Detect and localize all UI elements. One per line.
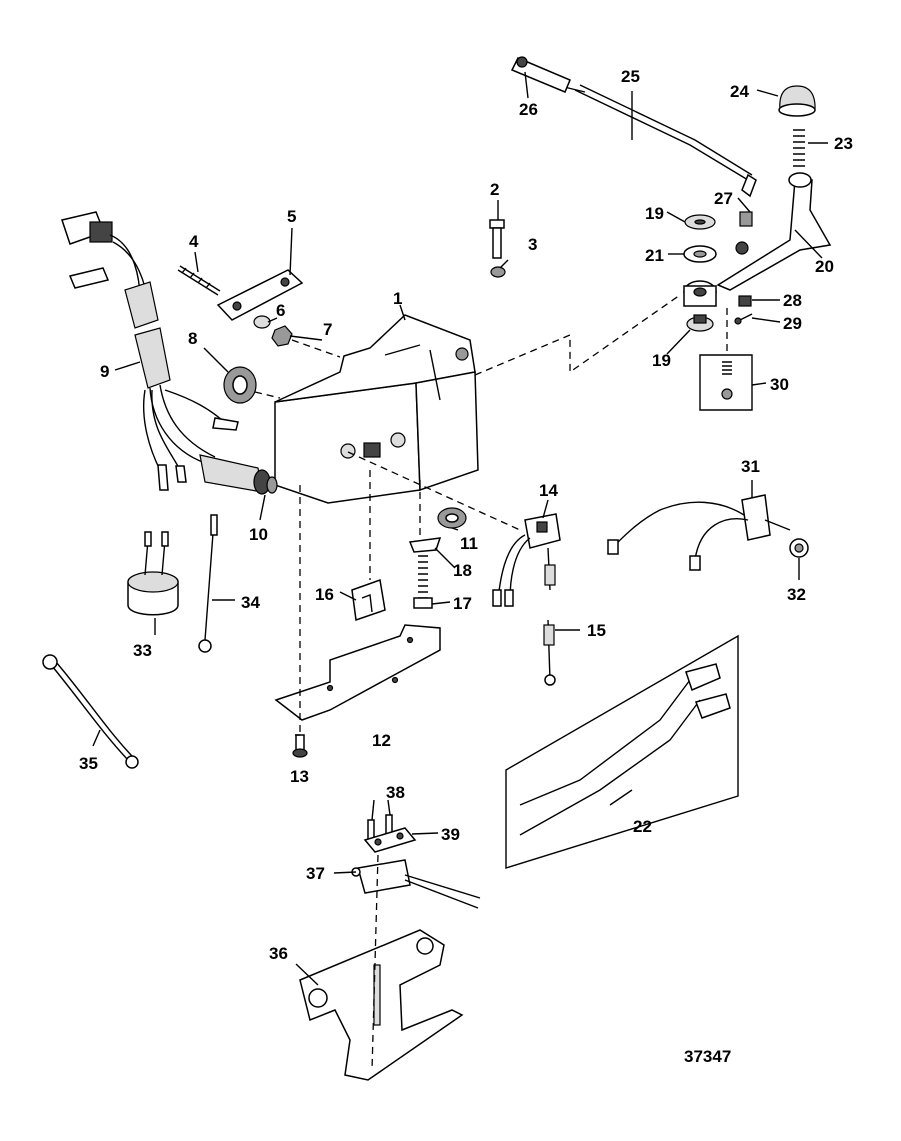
callout-labels: 1 2 3 4 5 6 7 8 9 10 11 12 13 14 15 16 1…	[79, 67, 853, 963]
switch-14	[492, 513, 561, 607]
callout-11: 11	[460, 534, 478, 553]
harness-22-box	[505, 634, 739, 869]
callout-1: 1	[393, 289, 402, 308]
callout-37: 37	[306, 864, 325, 883]
plate-12	[274, 624, 441, 721]
nut-32	[789, 538, 809, 558]
callout-34: 34	[241, 593, 260, 612]
grommet-8	[223, 366, 257, 404]
grommet-11	[437, 507, 467, 529]
callout-28: 28	[783, 291, 802, 310]
callout-24: 24	[730, 82, 749, 101]
callout-33: 33	[133, 641, 152, 660]
control-box-housing	[274, 314, 479, 504]
wire-harness-9	[61, 211, 239, 491]
detent-30	[699, 354, 753, 411]
callout-13: 13	[290, 767, 309, 786]
callout-19-bottom: 19	[652, 351, 671, 370]
bushing-19-bottom	[686, 314, 714, 332]
callout-7: 7	[323, 320, 332, 339]
switch-37	[351, 859, 481, 909]
callout-21: 21	[645, 246, 664, 265]
bracket-36	[299, 929, 464, 1081]
buzzer-33	[127, 531, 179, 616]
callout-27: 27	[714, 189, 733, 208]
callout-10: 10	[249, 525, 268, 544]
callout-19-top: 19	[645, 204, 664, 223]
callout-29: 29	[783, 314, 802, 333]
nut-28	[738, 295, 752, 307]
lead-15	[543, 619, 556, 686]
callout-25: 25	[621, 67, 640, 86]
callout-31: 31	[741, 457, 760, 476]
knob-24	[778, 85, 816, 117]
callout-15: 15	[587, 621, 606, 640]
callout-35: 35	[79, 754, 98, 773]
washer-6	[253, 315, 271, 329]
connector-10	[199, 454, 278, 495]
cable-25	[559, 84, 757, 198]
control-lever	[683, 172, 832, 307]
callout-32: 32	[787, 585, 806, 604]
callout-6: 6	[276, 301, 285, 320]
callout-22: 22	[633, 817, 652, 836]
callout-2: 2	[490, 180, 499, 199]
clip-16	[351, 578, 386, 622]
callout-26: 26	[519, 100, 538, 119]
plate-39	[363, 827, 417, 853]
switch-31	[607, 494, 791, 571]
spring-4	[177, 265, 221, 296]
callout-3: 3	[528, 235, 537, 254]
callout-17: 17	[453, 594, 472, 613]
washer-21	[683, 245, 717, 263]
ground-lead-35	[42, 654, 139, 769]
callout-38: 38	[386, 783, 405, 802]
callout-4: 4	[189, 232, 199, 251]
nut-27	[739, 211, 753, 227]
pin-29	[734, 313, 753, 325]
bolt-2	[489, 219, 505, 259]
callout-14: 14	[539, 481, 558, 500]
callout-23: 23	[834, 134, 853, 153]
callout-9: 9	[100, 362, 109, 381]
washer-19-top	[684, 214, 716, 230]
plate-5	[216, 269, 304, 321]
callout-18: 18	[453, 561, 472, 580]
cable-end-26	[510, 56, 571, 93]
callout-36: 36	[269, 944, 288, 963]
callout-12: 12	[372, 731, 391, 750]
callout-5: 5	[287, 207, 296, 226]
screw-13	[292, 734, 308, 758]
spring-23	[793, 129, 805, 167]
lead-34	[198, 514, 218, 653]
screw-17	[413, 549, 433, 609]
diagram-number: 37347	[684, 1047, 731, 1066]
assembly-lines	[254, 294, 681, 1071]
callout-8: 8	[188, 329, 197, 348]
nut-7	[271, 325, 293, 347]
nut-3	[490, 266, 506, 278]
leader-lines	[92, 71, 828, 986]
callout-20: 20	[815, 257, 834, 276]
callout-30: 30	[770, 375, 789, 394]
callout-16: 16	[315, 585, 334, 604]
clip-18	[408, 537, 442, 553]
callout-39: 39	[441, 825, 460, 844]
